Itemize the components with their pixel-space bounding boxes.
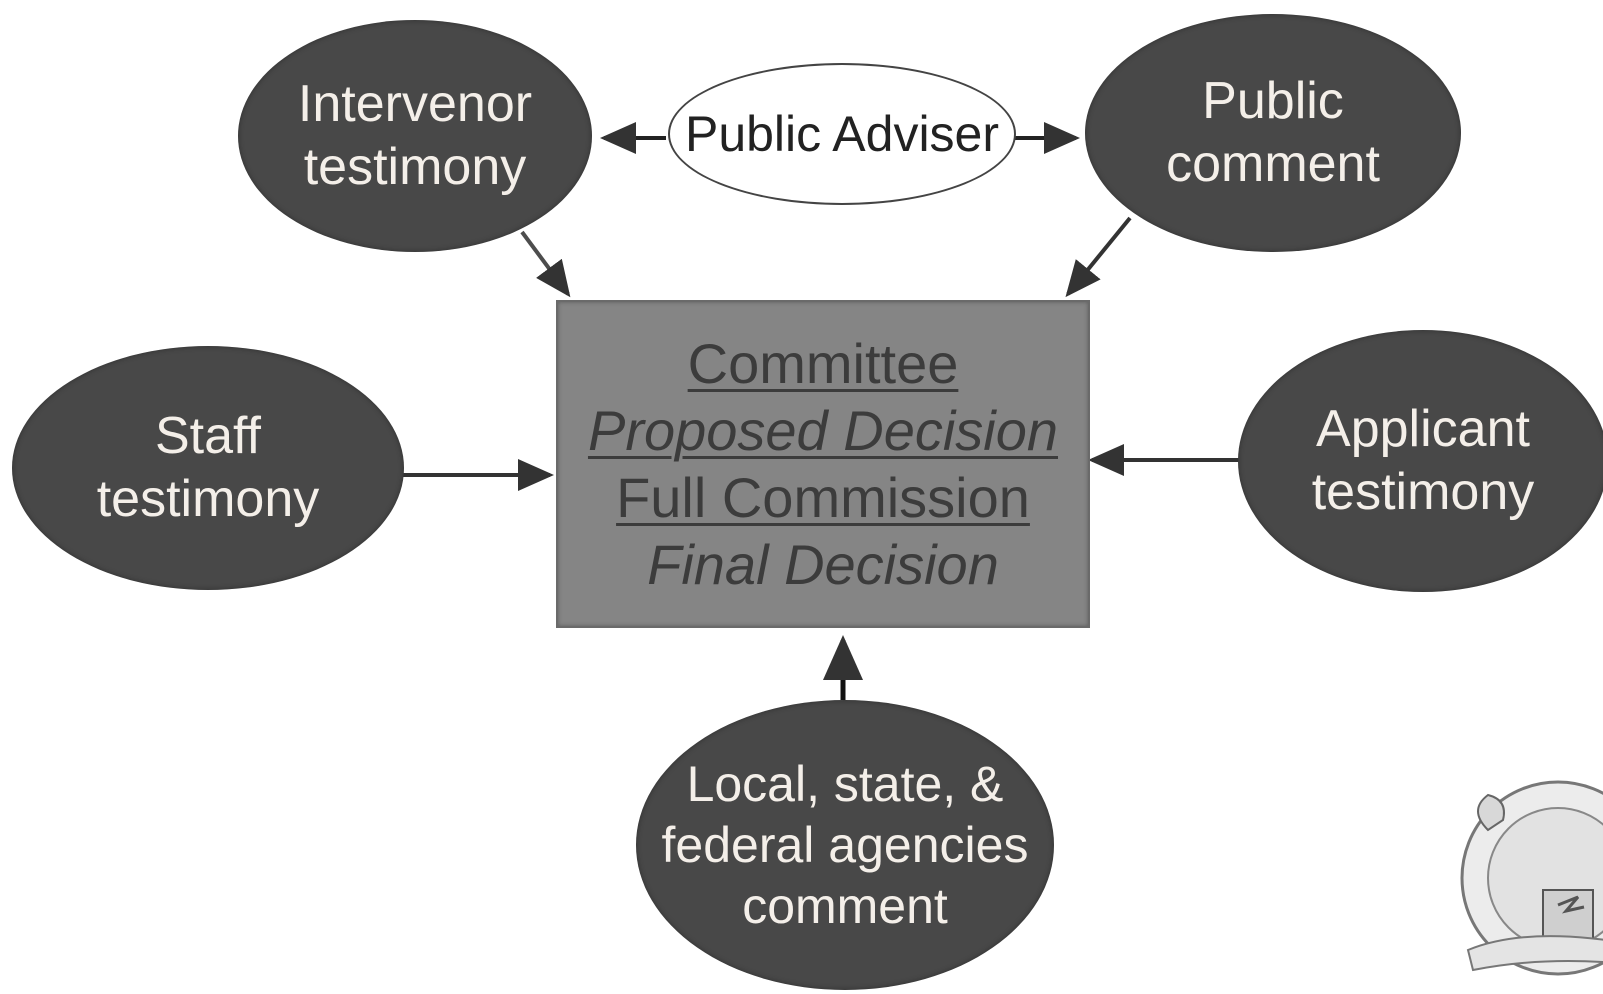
intervenor-testimony-node: Intervenor testimony — [238, 20, 592, 252]
agencies-comment-node: Local, state, & federal agencies comment — [636, 700, 1054, 990]
staff-line1: Staff — [154, 406, 261, 465]
public-comment-line2: comment — [1166, 135, 1380, 193]
agencies-line2: federal agencies — [661, 816, 1029, 873]
arrow-public-comment-to-center — [1065, 216, 1132, 298]
public-adviser-node: Public Adviser — [668, 63, 1016, 205]
full-commission-label: Full Commission — [616, 466, 1030, 529]
intervenor-line2: testimony — [303, 138, 527, 196]
applicant-testimony-node: Applicant testimony — [1238, 330, 1603, 592]
staff-testimony-node: Staff testimony — [12, 346, 404, 590]
final-decision-label: Final Decision — [647, 533, 999, 597]
decision-box: Committee Proposed Decision Full Commiss… — [556, 300, 1090, 628]
agencies-line3: comment — [742, 877, 948, 934]
public-comment-line1: Public — [1202, 71, 1344, 130]
staff-line2: testimony — [96, 470, 320, 528]
public-adviser-label: Public Adviser — [684, 106, 1000, 162]
proposed-decision-label: Proposed Decision — [587, 398, 1059, 462]
applicant-line2: testimony — [1311, 463, 1535, 521]
energy-commission-seal — [1460, 780, 1603, 976]
agencies-line1: Local, state, & — [686, 755, 1004, 812]
public-comment-node: Public comment — [1085, 14, 1461, 252]
committee-label: Committee — [687, 331, 959, 395]
arrow-intervenor-to-center — [520, 230, 571, 298]
intervenor-line1: Intervenor — [297, 74, 533, 133]
applicant-line1: Applicant — [1316, 399, 1530, 458]
